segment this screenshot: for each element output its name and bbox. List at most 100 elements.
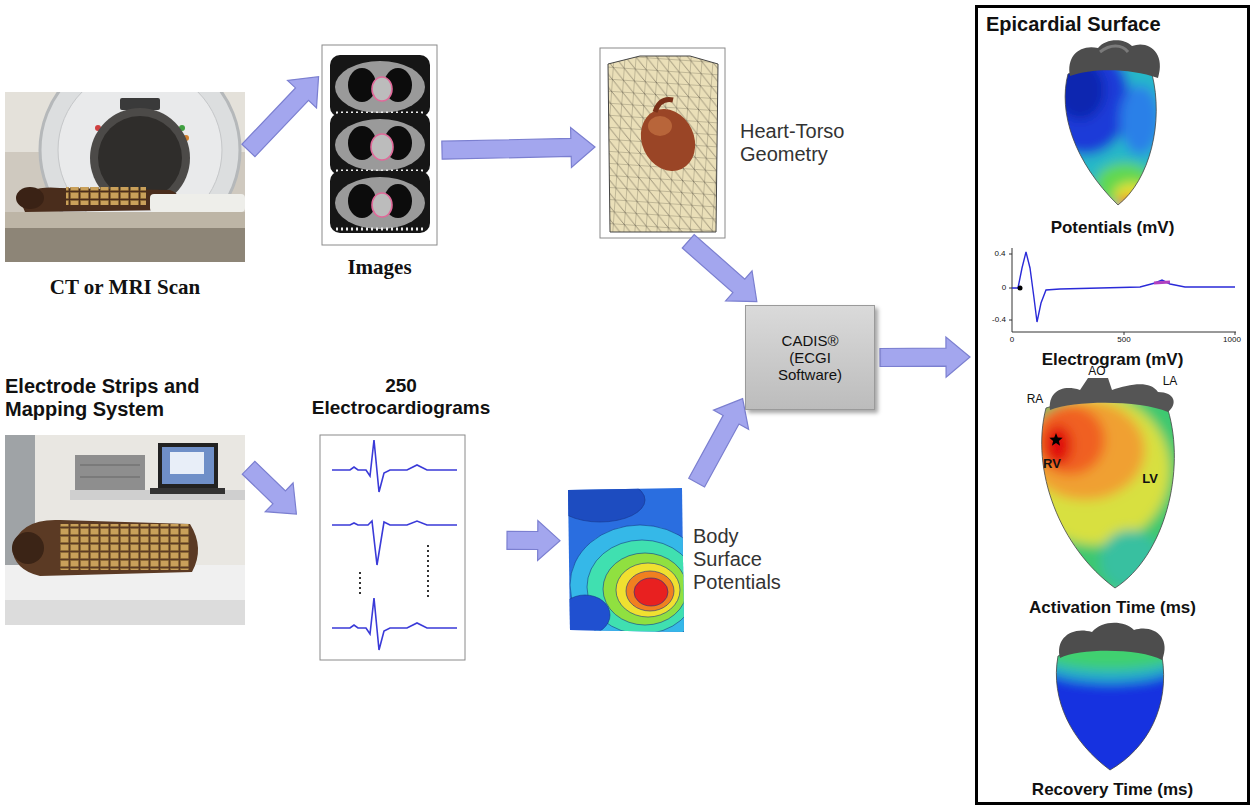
- ct-image-stack: [371, 134, 393, 160]
- potential-heart: [1040, 40, 1170, 210]
- electrogram-chart: [1012, 248, 1013, 332]
- node-label: CADIS® (ECGI Software): [770, 332, 850, 384]
- torso-mesh: [608, 56, 718, 232]
- result-panel: Epicardial SurfacePotentials (mV) Electro…: [975, 5, 1250, 805]
- ct-image-stack: [330, 55, 430, 117]
- node-label: Electrogram (mV): [1042, 350, 1184, 370]
- block-arrow: [507, 520, 560, 560]
- potential-heart: [1065, 67, 1156, 206]
- electrogram-chart: [1124, 332, 1125, 335]
- mapping-photo: [162, 447, 214, 484]
- ecg-traces: [332, 598, 457, 650]
- geometry-panel: Heart-Torso Geometry: [600, 48, 856, 238]
- recovery-heart: [1056, 649, 1163, 771]
- node-label: 250 Electrocardiograms: [301, 375, 501, 419]
- potential-heart: [1069, 40, 1160, 78]
- ecg-traces: [320, 435, 465, 660]
- anatomy-label: LA: [1163, 375, 1178, 387]
- software-box: CADIS® (ECGI Software): [745, 305, 875, 410]
- electrogram-chart: [1235, 332, 1236, 335]
- ct-scanner-photo: [5, 228, 245, 262]
- node-label: Epicardial Surface: [986, 13, 1161, 36]
- block-arrow: [242, 461, 296, 514]
- mapping-photo: [5, 435, 245, 625]
- ct-image-stack: [322, 45, 437, 245]
- node-label: Potentials (mV): [1051, 218, 1175, 238]
- photo-panel: Electrode Strips and Mapping System: [5, 375, 245, 630]
- ct-image-stack: [335, 177, 425, 229]
- activation-heart: [1020, 395, 1170, 545]
- activation-heart: [1049, 433, 1062, 446]
- mapping-photo: [80, 477, 140, 478]
- block-arrow: [880, 337, 970, 377]
- body-surface-map: [555, 478, 710, 645]
- activation-heart: [1025, 400, 1145, 500]
- activation-heart: [1020, 378, 1190, 595]
- axis-tick-label: 0.4: [994, 250, 1005, 258]
- ecg-traces: [359, 572, 361, 596]
- map-panel: Electrogram (mV): [985, 240, 1240, 372]
- body-surface-map: [560, 595, 610, 635]
- electrogram-chart: [1009, 254, 1012, 255]
- node-label: Recovery Time (ms): [1032, 780, 1193, 800]
- electrogram-chart: [1154, 282, 1170, 283]
- image-stack-panel: Images: [322, 45, 437, 279]
- ct-scanner-photo: [150, 194, 245, 212]
- electrogram-chart: [1009, 248, 1236, 335]
- mapping-photo: [12, 532, 44, 564]
- ct-image-stack: [372, 77, 392, 101]
- potential-heart: [1040, 40, 1170, 210]
- activation-heart: [1050, 378, 1174, 412]
- torso-mesh: [631, 100, 705, 180]
- mapping-photo: [75, 455, 145, 490]
- node-label: CT or MRI Scan: [50, 275, 200, 299]
- activation-heart: [1100, 530, 1160, 590]
- torso-mesh: [655, 100, 673, 113]
- anatomy-label: RA: [1027, 393, 1044, 405]
- anatomy-label: RV: [1043, 457, 1061, 470]
- body-surface-map: [626, 571, 674, 611]
- torso-mesh: [600, 48, 725, 238]
- body-surface-map: [634, 578, 668, 606]
- map-panel: Activation Time (ms): [985, 373, 1240, 620]
- mapping-photo: [150, 488, 225, 494]
- node-label: Images: [347, 255, 411, 279]
- node-label: Heart-Torso Geometry: [740, 120, 854, 166]
- body-surface-map: [616, 563, 680, 617]
- ct-image-stack: [330, 171, 430, 233]
- activation-heart: [1042, 401, 1175, 588]
- ct-scanner-photo: [16, 187, 44, 209]
- ct-image-stack: [330, 113, 430, 175]
- potential-heart: [1095, 163, 1155, 207]
- potential-heart: [1040, 40, 1170, 210]
- body-surface-map: [603, 553, 687, 625]
- mapping-photo: [80, 465, 140, 466]
- activation-heart: [1035, 405, 1105, 475]
- node-label: Electrode Strips and Mapping System: [5, 375, 239, 421]
- mapping-photo: [170, 452, 204, 474]
- ct-image-stack: [330, 171, 430, 233]
- ct-image-stack: [335, 119, 425, 171]
- node-label: Body Surface Potentials: [693, 525, 797, 594]
- axis-tick-label: 500: [1117, 336, 1130, 344]
- potential-heart: [1120, 85, 1160, 155]
- block-arrow: [682, 235, 757, 302]
- ct-image-stack: [322, 45, 437, 245]
- map-panel: Recovery Time (ms): [985, 622, 1240, 802]
- ecg-traces: [320, 435, 465, 660]
- ecg-traces: [332, 521, 457, 565]
- mapping-photo: [5, 435, 245, 625]
- anatomy-label: AO: [1088, 365, 1105, 377]
- mapping-photo: [60, 524, 190, 570]
- activation-heart: [1020, 395, 1190, 595]
- ecg-traces: [427, 545, 429, 598]
- mapping-photo: [158, 443, 218, 488]
- map-panel: Potentials (mV): [985, 35, 1240, 240]
- ecg-traces: [332, 440, 457, 492]
- surface-map-panel: Body Surface Potentials: [565, 487, 800, 632]
